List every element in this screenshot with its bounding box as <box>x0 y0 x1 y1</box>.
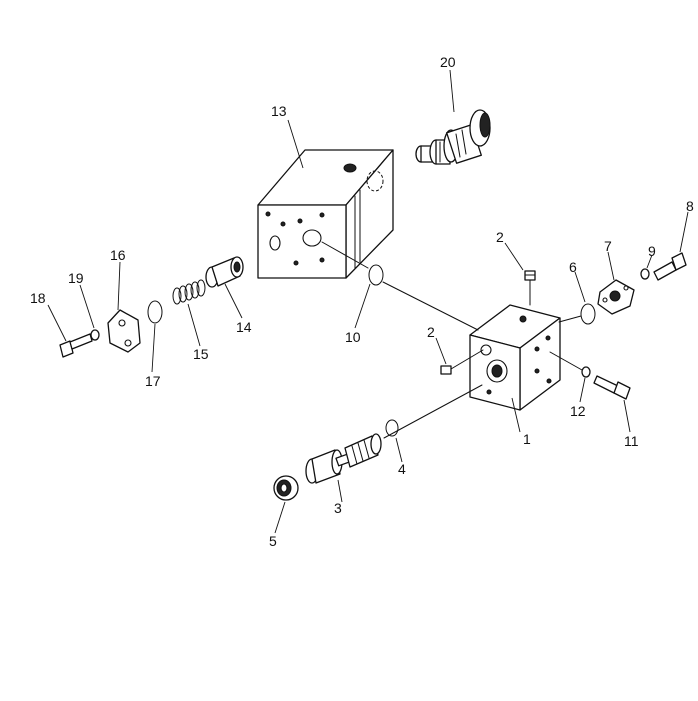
callout-12: 12 <box>570 403 586 419</box>
part-11-bolt <box>593 375 631 400</box>
part-18-bolt <box>59 333 93 358</box>
callout-9: 9 <box>648 243 656 259</box>
callout-8: 8 <box>686 198 694 214</box>
callout-6: 6 <box>569 259 577 275</box>
callout-2-upper: 2 <box>496 229 504 245</box>
part-10-o-ring <box>368 264 384 286</box>
callout-7: 7 <box>604 238 612 254</box>
part-5-cap <box>273 475 299 501</box>
part-19-washer <box>90 329 100 341</box>
callout-4: 4 <box>398 461 406 477</box>
part-8-bolt <box>653 252 687 281</box>
part-15-spring <box>172 279 206 305</box>
callout-15: 15 <box>193 346 209 362</box>
part-12-washer <box>581 366 591 378</box>
part-13-valve-body <box>257 149 394 279</box>
callout-leader-lines <box>47 69 689 534</box>
callout-labels: 1 2 2 3 4 5 6 7 8 9 10 11 12 13 14 15 16… <box>30 54 694 549</box>
part-16-plate <box>107 309 141 353</box>
part-7-cover <box>597 279 635 315</box>
part-17-o-ring <box>147 300 163 324</box>
part-1-valve-block <box>469 304 561 411</box>
assembly-axis-lines <box>321 241 583 439</box>
callout-11: 11 <box>624 433 639 449</box>
part-20-cartridge <box>415 109 491 165</box>
callout-14: 14 <box>236 319 252 335</box>
part-4-o-ring <box>385 419 399 437</box>
callout-10: 10 <box>345 329 361 345</box>
part-2-plug-upper <box>524 270 536 306</box>
callout-19: 19 <box>68 270 84 286</box>
callout-2-lower: 2 <box>427 324 435 340</box>
part-14-sleeve <box>205 256 244 288</box>
callout-3: 3 <box>334 500 342 516</box>
part-3-spool <box>305 433 382 484</box>
part-6-o-ring <box>580 303 596 325</box>
callout-13: 13 <box>271 103 287 119</box>
callout-18: 18 <box>30 290 46 306</box>
part-9-washer <box>640 268 650 280</box>
callout-1: 1 <box>523 431 531 447</box>
callout-16: 16 <box>110 247 126 263</box>
callout-5: 5 <box>269 533 277 549</box>
callout-20: 20 <box>440 54 456 70</box>
part-2-plug-lower <box>440 349 484 375</box>
callout-17: 17 <box>145 373 161 389</box>
